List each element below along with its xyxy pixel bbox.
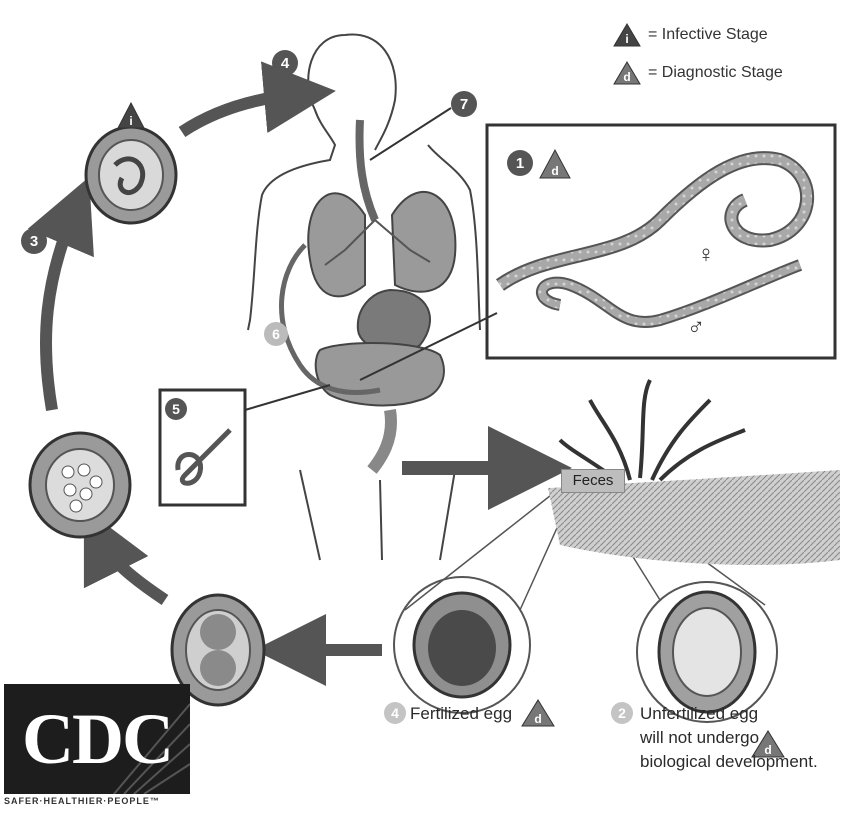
stage-marker-2: 2 <box>611 702 633 724</box>
stage-marker-3: 3 <box>21 228 47 254</box>
infective-icon: i <box>612 22 642 48</box>
cdc-logo-mark: CDC <box>4 684 190 794</box>
svg-text:5: 5 <box>172 401 180 417</box>
svg-text:3: 3 <box>30 233 38 250</box>
stage-marker-1: 1 <box>507 150 533 176</box>
legend-infective-text: = Infective Stage <box>648 26 768 44</box>
svg-text:1: 1 <box>516 155 524 172</box>
svg-text:2: 2 <box>618 705 626 721</box>
egg-fertilized-zoom <box>394 577 530 713</box>
trachea <box>360 120 375 220</box>
arrow-egg-to-mouth <box>182 94 300 132</box>
svg-text:d: d <box>534 712 541 726</box>
cdc-tagline: SAFER·HEALTHIER·PEOPLE™ <box>4 796 190 806</box>
human-body <box>248 34 480 560</box>
svg-text:i: i <box>625 32 628 46</box>
diagnostic-icon: d <box>612 60 642 86</box>
svg-text:6: 6 <box>272 326 280 342</box>
unfertilized-egg-label-line1: Unfertilized egg <box>640 704 758 724</box>
stage-marker-6: 6 <box>264 322 288 346</box>
stage-marker-4-egg: 4 <box>384 702 406 724</box>
intestines <box>316 343 444 405</box>
unfertilized-egg-label-line3: biological development. <box>640 752 818 772</box>
legend-diagnostic-text: = Diagnostic Stage <box>648 64 783 82</box>
egg-infective <box>86 127 176 223</box>
arrow-egg-to-egg <box>100 540 165 600</box>
svg-text:d: d <box>551 164 558 178</box>
legend-diagnostic: d = Diagnostic Stage <box>612 60 783 86</box>
stage-marker-7: 7 <box>451 91 477 117</box>
diagnostic-icon-fertilized: d <box>522 700 554 726</box>
infective-icon-egg: i <box>118 103 144 128</box>
left-lung <box>308 193 365 296</box>
svg-text:i: i <box>129 114 132 128</box>
svg-text:d: d <box>623 70 630 84</box>
female-symbol: ♀ <box>697 241 715 268</box>
svg-text:4: 4 <box>281 55 290 72</box>
egg-embryonated <box>30 433 130 537</box>
colon <box>372 410 391 470</box>
body-legs <box>300 470 455 560</box>
feces-label: Feces <box>561 469 625 493</box>
unfertilized-egg-label-line2: will not undergo <box>640 728 759 748</box>
arrow-up-left <box>46 210 75 410</box>
legend-infective: i = Infective Stage <box>612 22 768 48</box>
svg-text:4: 4 <box>391 705 399 721</box>
stage-marker-4-top: 4 <box>272 50 298 76</box>
cdc-logo-text: CDC <box>4 698 190 781</box>
male-symbol: ♂ <box>687 314 705 341</box>
stage-marker-5: 5 <box>165 398 187 420</box>
egg-unfertilized-zoom <box>637 582 777 722</box>
svg-text:7: 7 <box>460 96 468 113</box>
fertilized-egg-label: Fertilized egg <box>410 704 512 724</box>
cdc-logo: CDC SAFER·HEALTHIER·PEOPLE™ <box>4 684 190 814</box>
adult-worms-box <box>487 125 835 358</box>
